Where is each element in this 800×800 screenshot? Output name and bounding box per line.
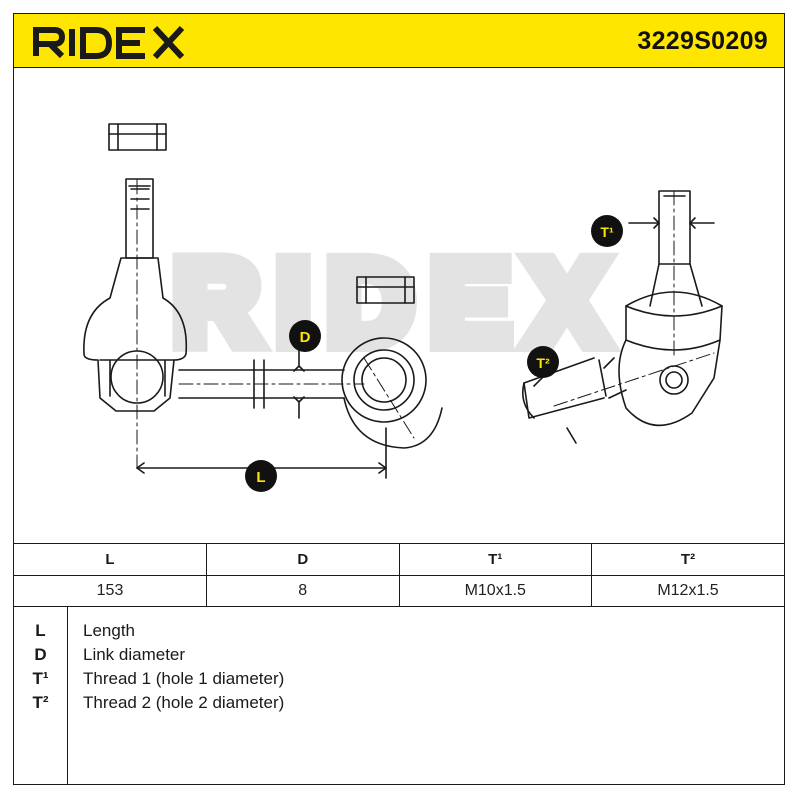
part-number: 3229S0209 xyxy=(637,27,768,55)
spec-value-t1: M10x1.5 xyxy=(398,575,592,607)
callout-d: D xyxy=(289,320,321,352)
spec-table: L D T¹ T² 153 8 M10x1.5 M12x1.5 xyxy=(14,543,784,607)
stud-1 xyxy=(125,178,154,259)
spec-table-value-row: 153 8 M10x1.5 M12x1.5 xyxy=(14,575,784,607)
spec-header-t1: T¹ xyxy=(398,543,592,576)
callout-t1: T¹ xyxy=(591,215,623,247)
datasheet-frame: 3229S0209 RIDEX xyxy=(13,13,785,785)
callout-t2: T² xyxy=(527,346,559,378)
legend-symbol: D xyxy=(34,645,47,664)
spec-value-d: 8 xyxy=(206,575,400,607)
ball-joint-housing xyxy=(83,257,188,412)
header-bar: 3229S0209 xyxy=(14,14,784,68)
spec-header-l: L xyxy=(14,543,207,576)
legend-item: L Length xyxy=(14,621,784,645)
callout-t1-label: T¹ xyxy=(600,224,614,240)
legend-description: Thread 1 (hole 1 diameter) xyxy=(83,669,285,688)
nut-2 xyxy=(356,276,415,304)
legend-symbol: L xyxy=(35,621,46,640)
legend-description: Link diameter xyxy=(83,645,186,664)
technical-drawing: RIDEX xyxy=(83,123,723,492)
legend-divider xyxy=(67,607,68,784)
ridex-logo xyxy=(33,25,185,59)
spec-value-l: 153 xyxy=(14,575,207,607)
stud-3 xyxy=(523,357,605,419)
eye-outer xyxy=(341,337,427,423)
callout-l-label: L xyxy=(256,469,265,486)
spec-header-t2: T² xyxy=(591,543,784,576)
legend: L Length D Link diameter T¹ Thread 1 (ho… xyxy=(14,607,784,784)
legend-symbol: T¹ xyxy=(32,669,49,688)
legend-symbol: T² xyxy=(32,693,49,712)
link-rod xyxy=(178,369,345,399)
callout-d-label: D xyxy=(300,329,311,346)
callout-t2-label: T² xyxy=(536,355,550,371)
legend-item: T² Thread 2 (hole 2 diameter) xyxy=(14,693,784,717)
callout-l: L xyxy=(245,460,277,492)
legend-item: D Link diameter xyxy=(14,645,784,669)
legend-item: T¹ Thread 1 (hole 1 diameter) xyxy=(14,669,784,693)
nut-1 xyxy=(108,123,167,151)
legend-description: Length xyxy=(83,621,135,640)
spec-header-d: D xyxy=(206,543,400,576)
ball-joint-3d-view xyxy=(521,190,723,444)
legend-description: Thread 2 (hole 2 diameter) xyxy=(83,693,285,712)
spec-table-header-row: L D T¹ T² xyxy=(14,543,784,576)
spec-value-t2: M12x1.5 xyxy=(591,575,784,607)
